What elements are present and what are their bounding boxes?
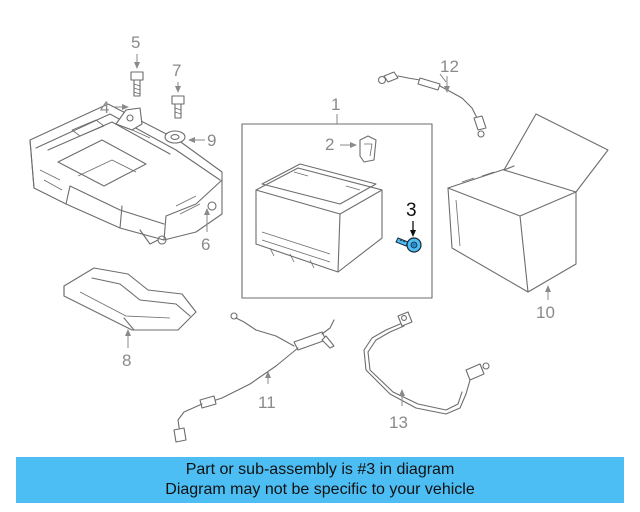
callout-10: 10 (536, 303, 555, 322)
banner-line-1: Part or sub-assembly is #3 in diagram (185, 461, 455, 478)
info-banner: Part or sub-assembly is #3 in diagram Di… (16, 457, 624, 503)
bolt-part-7[interactable] (171, 95, 185, 119)
parts-diagram: 6 4 5 7 9 8 1 (29, 33, 609, 443)
harness-part-11[interactable] (173, 312, 335, 443)
insulator-part-8[interactable] (63, 267, 197, 331)
callout-8: 8 (122, 351, 131, 370)
bracket-part-4[interactable] (115, 107, 143, 131)
cable-part-12[interactable] (377, 71, 487, 138)
battery-cable-part-13[interactable] (363, 311, 490, 415)
callout-6: 6 (201, 235, 210, 254)
battery[interactable] (255, 163, 383, 273)
battery-box-part-10[interactable] (447, 113, 609, 293)
callout-5: 5 (131, 33, 140, 52)
callout-3: 3 (406, 200, 417, 221)
callout-7: 7 (172, 61, 181, 80)
terminal-cover-part-2[interactable] (359, 135, 377, 163)
callout-11: 11 (258, 393, 276, 412)
callout-1: 1 (331, 95, 340, 114)
washer-part-9[interactable] (164, 130, 186, 144)
bolt-part-5[interactable] (130, 71, 144, 97)
bolt-part-3-highlighted[interactable] (395, 237, 422, 253)
callout-9: 9 (207, 131, 216, 150)
callout-2: 2 (325, 135, 334, 154)
callout-13: 13 (389, 413, 408, 432)
callout-4: 4 (100, 98, 109, 117)
battery-assembly-box-part-1[interactable] (241, 123, 433, 299)
callout-12: 12 (440, 57, 459, 76)
banner-line-2: Diagram may not be specific to your vehi… (165, 481, 475, 498)
